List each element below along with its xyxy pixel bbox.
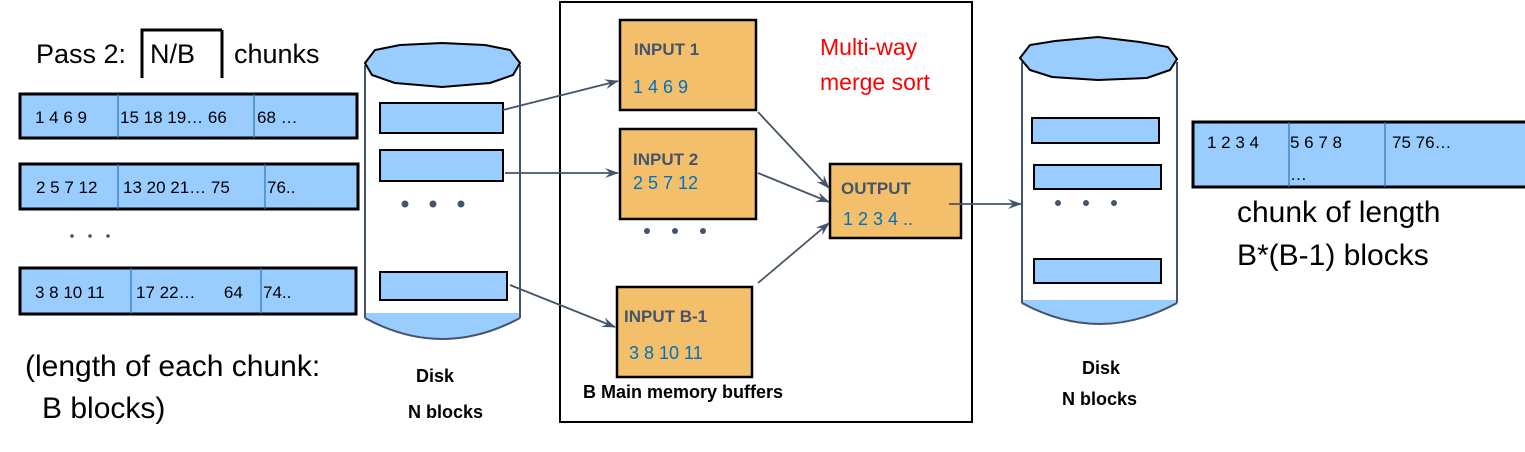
chunks-word: chunks	[234, 39, 320, 69]
disk-block	[379, 149, 504, 182]
title-line-2: merge sort	[820, 69, 931, 95]
buffer-label: INPUT B-1	[624, 307, 707, 326]
block-values: 76..	[267, 178, 295, 197]
buffer-label: INPUT 2	[633, 150, 698, 169]
block-values: 68 …	[257, 108, 298, 127]
block-values: 5 6 7 8	[1290, 133, 1342, 152]
result-caption-1: chunk of length	[1237, 196, 1440, 229]
chunk-row: 1 4 6 9 15 18 19… 66 68 …	[18, 92, 359, 140]
result-caption-2: B*(B-1) blocks	[1237, 239, 1429, 272]
disk-block	[1033, 164, 1162, 190]
chunk-bar	[18, 266, 358, 316]
arrows	[502, 79, 1022, 328]
arrow	[502, 79, 619, 111]
buffer-values: 3 8 10 11	[629, 343, 703, 363]
disk-block	[379, 102, 504, 134]
buffer-values: 1 2 3 4 ..	[843, 209, 913, 229]
arrow	[757, 172, 830, 203]
block-values: 74..	[263, 283, 291, 302]
output-disk	[1018, 35, 1179, 325]
buffer-values: 1 4 6 9	[633, 77, 688, 97]
input-disk-size: N blocks	[408, 402, 483, 422]
chunk-bar	[18, 162, 360, 211]
arrow	[509, 284, 616, 328]
chunk-length-note: (length of each chunk:	[25, 350, 320, 383]
chunk-length-note-2: B blocks)	[42, 392, 165, 425]
pass-label: Pass 2:	[36, 39, 126, 69]
block-values: 75 76…	[1392, 133, 1452, 152]
input-buffer-b-1: INPUT B-1 3 8 10 11	[615, 285, 754, 379]
input-buffer-2: INPUT 2 2 5 7 12	[618, 127, 758, 221]
block-values: 2 5 7 12	[36, 178, 97, 197]
arrow	[757, 222, 830, 284]
ellipsis-dots	[644, 228, 706, 234]
block-values: 13 20 21… 75	[123, 178, 230, 197]
arrow	[757, 111, 830, 189]
output-disk-label: Disk	[1082, 358, 1121, 378]
chunk-bar	[18, 92, 359, 140]
ceiling-bracket	[140, 28, 224, 78]
title-line-1: Multi-way	[820, 34, 918, 60]
disk-block	[379, 271, 508, 301]
block-values: 1 2 3 4	[1207, 133, 1259, 152]
chunk-row: 2 5 7 12 13 20 21… 75 76..	[18, 162, 360, 211]
block-values: 17 22… 64	[136, 283, 243, 302]
block-values: 15 18 19… 66	[120, 108, 227, 127]
buffer-label: INPUT 1	[634, 40, 699, 59]
input-disk	[363, 41, 522, 340]
ellipsis-dots	[70, 234, 110, 238]
input-buffer-1: INPUT 1 1 4 6 9	[618, 18, 758, 112]
buffer-values: 2 5 7 12	[633, 173, 698, 193]
memory-caption: B Main memory buffers	[583, 382, 783, 402]
output-buffer: OUTPUT 1 2 3 4 ..	[828, 162, 963, 240]
block-values: 1 4 6 9	[35, 108, 87, 127]
main-memory-box	[559, 1, 973, 423]
block-values: …	[1290, 165, 1307, 184]
disk-block	[1033, 258, 1162, 284]
block-values: 3 8 10 11	[35, 283, 105, 302]
result-chunk: 1 2 3 4 5 6 7 8 … 75 76…	[1191, 120, 1525, 189]
buffer-label: OUTPUT	[841, 179, 912, 198]
disk-block	[1031, 117, 1160, 144]
chunk-row: 3 8 10 11 17 22… 64 74..	[18, 266, 358, 316]
ceil-expression: N/B	[150, 39, 195, 69]
output-disk-size: N blocks	[1062, 389, 1137, 409]
input-disk-label: Disk	[416, 366, 455, 386]
